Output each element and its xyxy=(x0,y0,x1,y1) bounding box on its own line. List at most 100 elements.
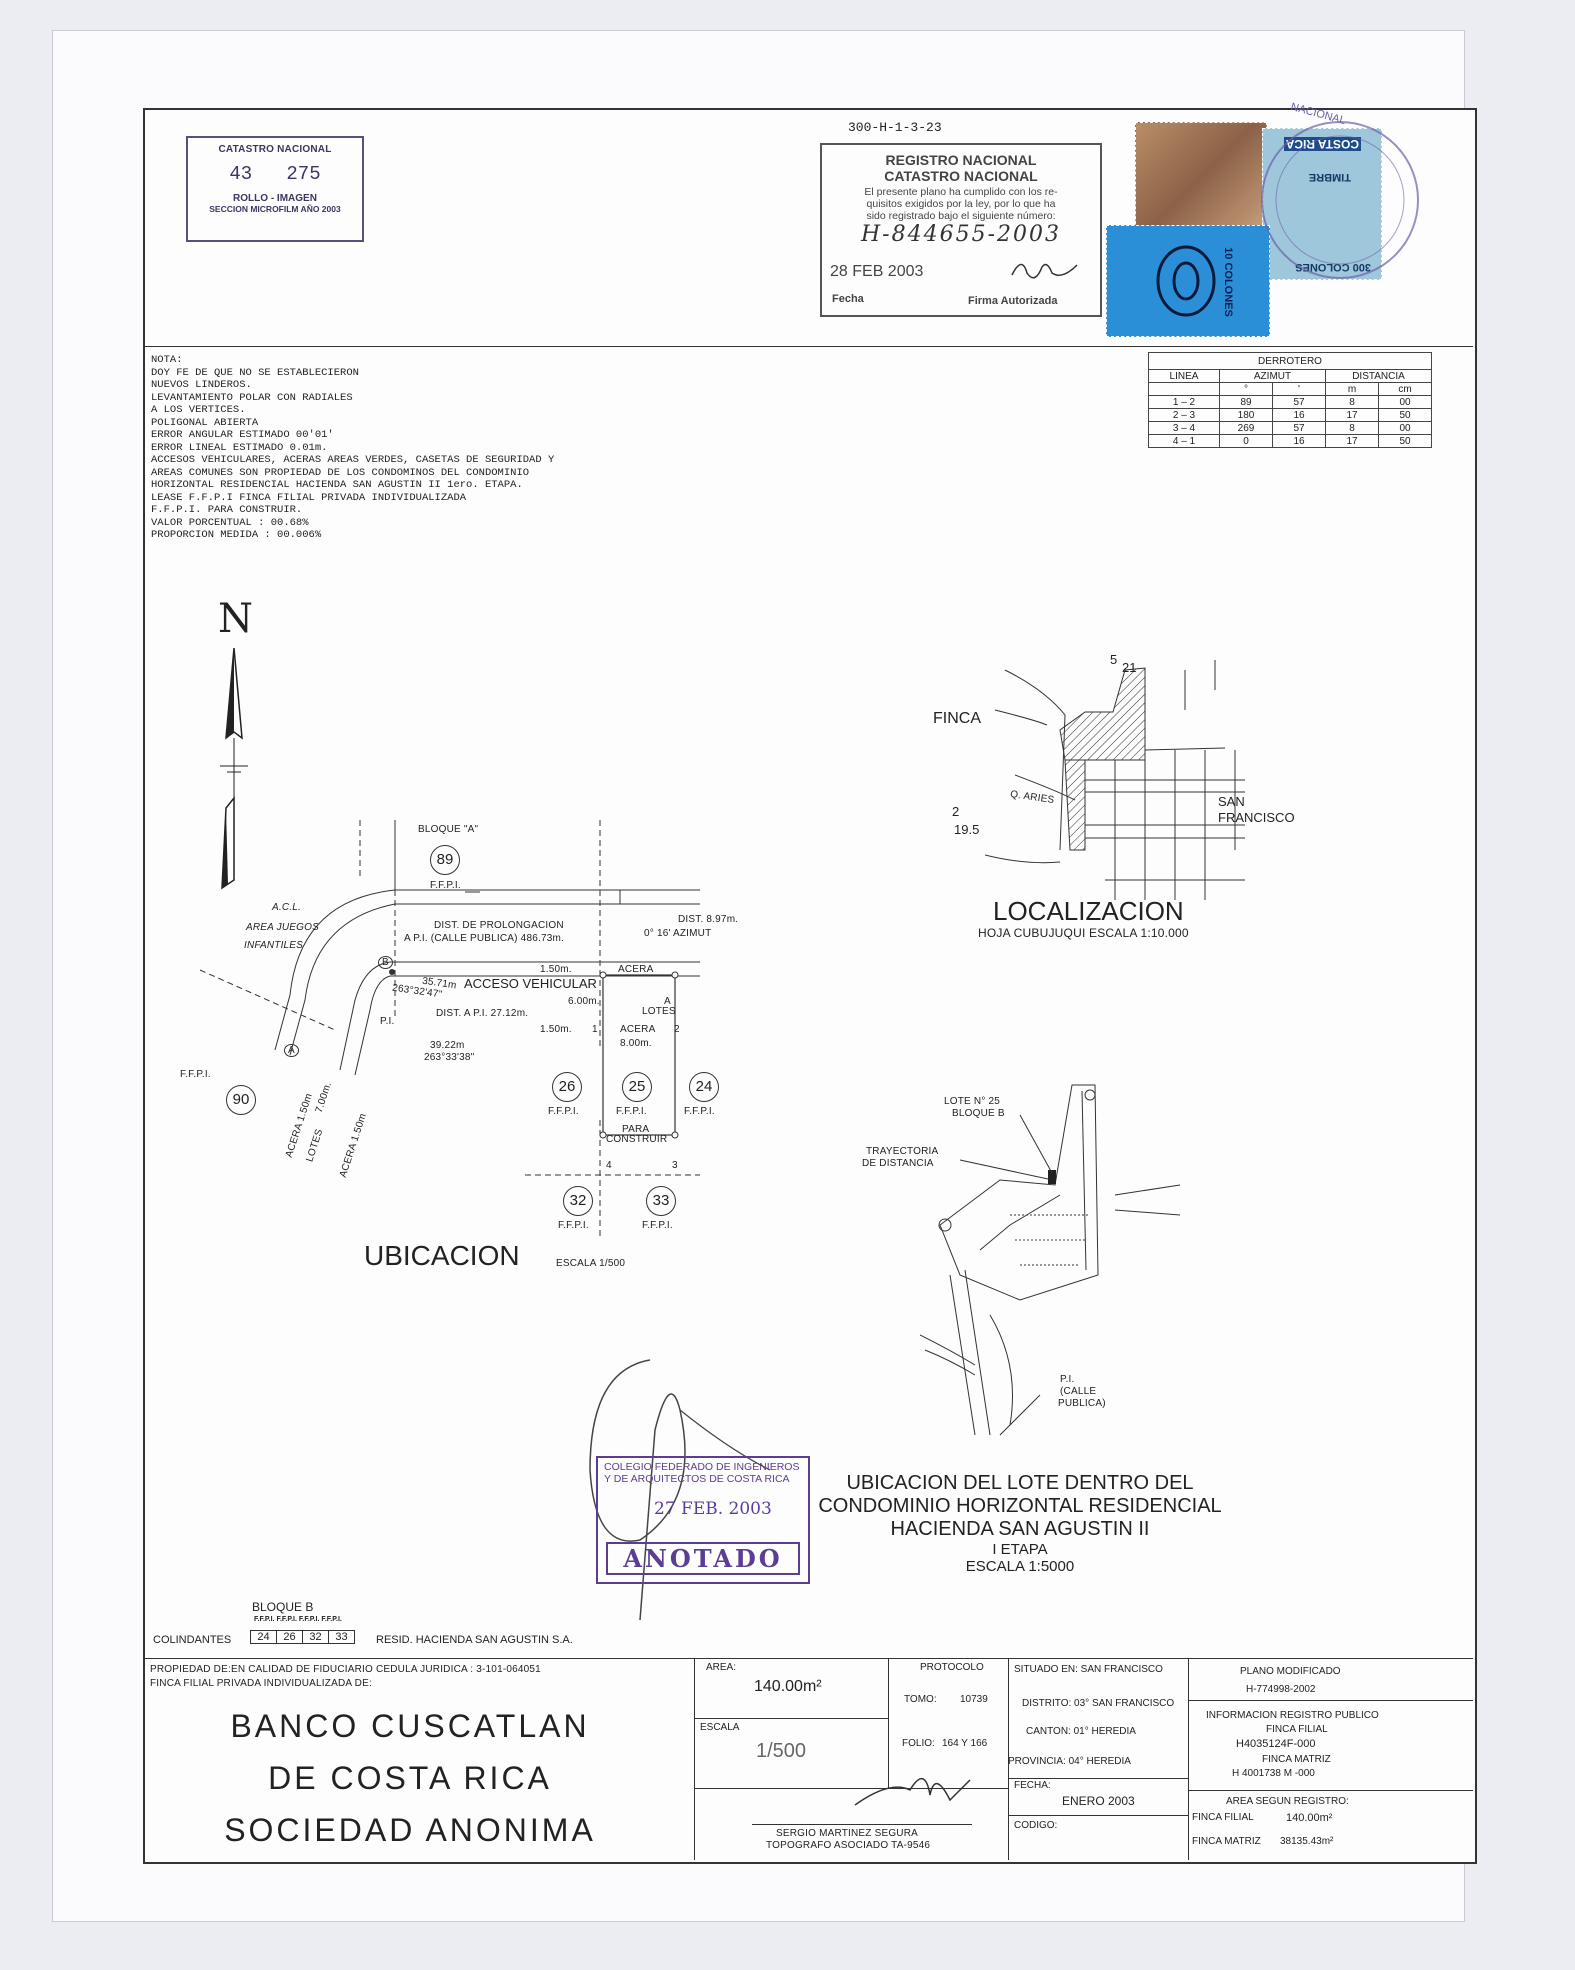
cell: 00 xyxy=(1378,395,1432,409)
nota-line: PROPORCION MEDIDA : 00.006% xyxy=(151,529,322,541)
condo-tray2: DE DISTANCIA xyxy=(862,1158,934,1169)
registro-t2: CATASTRO NACIONAL xyxy=(884,168,1038,184)
label-arrow-a: A xyxy=(664,996,671,1007)
registro-signature-icon xyxy=(1011,263,1078,279)
nota-line: NUEVOS LINDEROS. xyxy=(151,379,252,391)
tb-provincia: PROVINCIA: 04° HEREDIA xyxy=(1008,1756,1131,1767)
tb-escala-lbl: ESCALA xyxy=(700,1722,740,1733)
tb-h3 xyxy=(1008,1778,1188,1779)
cell: 8 xyxy=(1325,395,1379,409)
col-label: COLINDANTES xyxy=(153,1634,232,1646)
tb-prop2: FINCA FILIAL PRIVADA INDIVIDUALIZADA DE: xyxy=(150,1678,372,1689)
tb-reg2: FINCA FILIAL xyxy=(1266,1724,1328,1735)
col-box: 33 xyxy=(329,1630,355,1644)
owner1: BANCO CUSCATLAN xyxy=(230,1708,590,1744)
label-ffpi: F.F.P.I. xyxy=(430,880,461,891)
colegio-stamp: COLEGIO FEDERADO DE INGENIEROS Y DE ARQU… xyxy=(596,1456,810,1584)
localizacion-map xyxy=(985,660,1245,900)
derrotero-u-deg: ° xyxy=(1219,382,1273,396)
label-lotes: LOTES xyxy=(642,1006,676,1017)
catastro-title: CATASTRO NACIONAL xyxy=(218,144,332,155)
registro-fecha: Fecha xyxy=(832,293,864,305)
label-acera-2: ACERA xyxy=(620,1024,656,1035)
tb-folio-lbl: FOLIO: xyxy=(902,1738,935,1749)
surveyor-signature-icon xyxy=(854,1778,971,1806)
tb-ff-lbl: FINCA FILIAL xyxy=(1192,1812,1254,1823)
cell: 00 xyxy=(1378,421,1432,435)
lot-circle-32: 32 xyxy=(563,1186,593,1216)
derrotero-title: DERROTERO xyxy=(1148,352,1432,370)
tb-reg3: H4035124F-000 xyxy=(1236,1738,1316,1750)
condo-l2: CONDOMINIO HORIZONTAL RESIDENCIAL xyxy=(818,1495,1222,1517)
cell: 16 xyxy=(1272,434,1326,448)
label-juegos1: AREA JUEGOS xyxy=(246,922,319,933)
lot-number: 26 xyxy=(558,1078,576,1095)
tb-v1 xyxy=(694,1658,695,1860)
nota-line: LEASE F.F.P.I FINCA FILIAL PRIVADA INDIV… xyxy=(151,491,467,504)
derrotero-h-distancia: DISTANCIA xyxy=(1325,369,1432,383)
label-ffpi: F.F.P.I. xyxy=(558,1220,589,1231)
condo-lote1: LOTE N° 25 xyxy=(944,1096,1001,1107)
localizacion-sub: HOJA CUBUJUQUI ESCALA 1:10.000 xyxy=(978,926,1189,940)
label-3922: 39.22m xyxy=(430,1040,465,1051)
nota-line: ACCESOS VEHICULARES, ACERAS AREAS VERDES… xyxy=(151,454,555,466)
label-ffpi: F.F.P.I. xyxy=(642,1220,673,1231)
lot-circle-90: 90 xyxy=(226,1085,256,1115)
label-3922-az: 263°33'38" xyxy=(424,1052,475,1063)
owner-block: BANCO CUSCATLAN DE COSTA RICA SOCIEDAD A… xyxy=(200,1700,620,1856)
label-point-a: A xyxy=(284,1044,299,1057)
col-boxes: 24 26 32 33 xyxy=(250,1630,355,1644)
col-ffpi: F.F.P.I. xyxy=(254,1616,275,1623)
owner3: SOCIEDAD ANONIMA xyxy=(224,1812,596,1848)
label-p1: 1 xyxy=(592,1024,598,1035)
header-divider xyxy=(145,346,1473,347)
label-acceso: ACCESO VEHICULAR xyxy=(464,976,597,991)
registro-handwritten: 300-H-1-3-23 xyxy=(848,120,942,135)
cell: 57 xyxy=(1272,421,1326,435)
label-p3: 3 xyxy=(672,1160,678,1171)
col-resid: RESID. HACIENDA SAN AGUSTIN S.A. xyxy=(376,1634,573,1646)
catastro-stamp: CATASTRO NACIONAL 43 275 ROLLO - IMAGEN … xyxy=(186,136,364,242)
nota-block: NOTA: DOY FE DE QUE NO SE ESTABLECIERON … xyxy=(151,354,554,542)
condo-l3: HACIENDA SAN AGUSTIN II xyxy=(890,1518,1150,1540)
label-p2: 2 xyxy=(674,1024,680,1035)
label-pi: P.I. xyxy=(380,1016,395,1027)
loc-n195: 19.5 xyxy=(954,822,980,837)
tb-fecha: ENERO 2003 xyxy=(1062,1794,1135,1808)
tb-h5 xyxy=(1188,1700,1473,1701)
tb-tomo-lbl: TOMO: xyxy=(904,1694,937,1705)
loc-san: SAN xyxy=(1218,794,1245,809)
label-acl: A.C.L. xyxy=(272,902,301,913)
tb-mod1: PLANO MODIFICADO xyxy=(1240,1666,1341,1677)
label-dist897b: 0° 16' AZIMUT xyxy=(644,928,712,939)
label-distpi: DIST. A P.I. 27.12m. xyxy=(436,1008,529,1019)
cell: 89 xyxy=(1219,395,1273,409)
ubicacion-drawing xyxy=(199,820,700,1240)
cell: 8 xyxy=(1325,421,1379,435)
catastro-l1: ROLLO - IMAGEN xyxy=(233,193,317,204)
cell: 180 xyxy=(1219,408,1273,422)
lot-number: 89 xyxy=(436,851,454,868)
north-arrow-icon xyxy=(220,648,248,890)
timbre-10: 10 COLONES xyxy=(1221,247,1234,317)
cell: 0 xyxy=(1219,434,1273,448)
fiscal-stamp-blue-small: 10 COLONES xyxy=(1106,225,1270,337)
col-ffpi: F.F.P.I. xyxy=(298,1616,320,1623)
lot-circle-26: 26 xyxy=(552,1072,582,1102)
label-prolong1: DIST. DE PROLONGACION xyxy=(434,920,564,931)
north-label: N xyxy=(218,596,253,642)
tb-fm: 38135.43m² xyxy=(1280,1836,1334,1847)
col-ffpi-row: F.F.P.I. F.F.P.I. F.F.P.I. F.F.P.I. xyxy=(254,1616,342,1623)
loc-n21: 21 xyxy=(1122,660,1137,675)
nota-line: ERROR ANGULAR ESTIMADO 00'01' xyxy=(151,429,334,441)
condo-l4: I ETAPA xyxy=(992,1541,1048,1558)
registro-number: H-844655-2003 xyxy=(860,222,1062,247)
cell: 16 xyxy=(1272,408,1326,422)
derrotero-h-linea: LINEA xyxy=(1148,369,1220,383)
localizacion-title: LOCALIZACION xyxy=(993,896,1184,926)
registro-body3: sido registrado bajo el siguiente número… xyxy=(866,210,1056,222)
cell: 17 xyxy=(1325,434,1379,448)
